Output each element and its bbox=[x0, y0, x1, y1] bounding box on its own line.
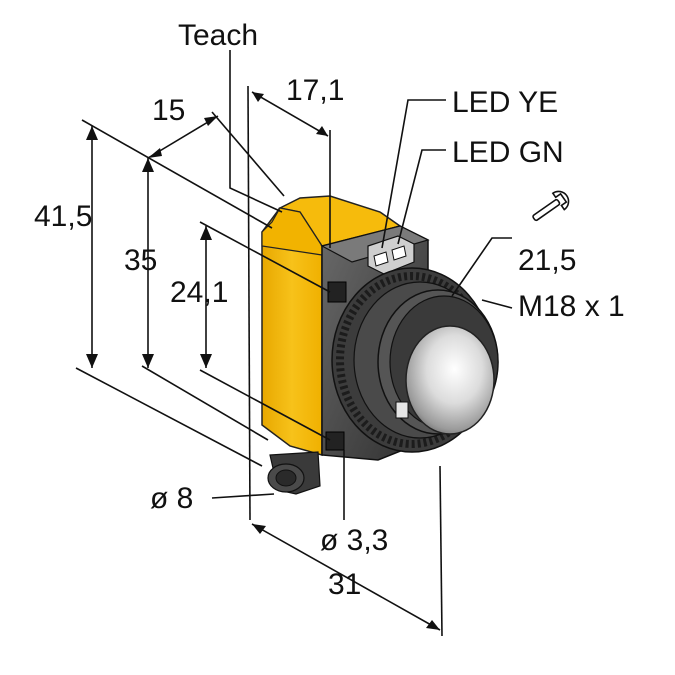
teach-label: Teach bbox=[178, 19, 258, 52]
labels: Teach LED YE LED GN 17,1 15 41,5 35 24,1… bbox=[34, 19, 625, 601]
lens-housing bbox=[377, 289, 499, 435]
led-gn-label: LED GN bbox=[452, 136, 564, 169]
led-ye-label: LED YE bbox=[452, 86, 558, 119]
height-35-label: 35 bbox=[124, 244, 157, 277]
cable-diameter-label: ø 8 bbox=[150, 482, 193, 515]
wrench-icon bbox=[532, 190, 570, 222]
sensor-body bbox=[261, 195, 499, 495]
dimension-lines bbox=[75, 50, 513, 637]
length-31-label: 31 bbox=[328, 568, 361, 601]
hole-diameter-label: ø 3,3 bbox=[320, 524, 388, 557]
height-24-1-label: 24,1 bbox=[170, 276, 228, 309]
lens-marker bbox=[395, 401, 409, 419]
width-17-1-label: 17,1 bbox=[286, 74, 344, 107]
led-window bbox=[367, 235, 415, 275]
mounting-hole-bottom bbox=[325, 431, 345, 451]
mounting-hole-top bbox=[327, 281, 347, 303]
depth-15-label: 15 bbox=[152, 94, 185, 127]
thread-label: M18 x 1 bbox=[518, 290, 625, 323]
cable-connector bbox=[267, 451, 321, 495]
lens bbox=[405, 325, 495, 435]
wrench-size-label: 21,5 bbox=[518, 244, 576, 277]
height-41-5-label: 41,5 bbox=[34, 200, 92, 233]
